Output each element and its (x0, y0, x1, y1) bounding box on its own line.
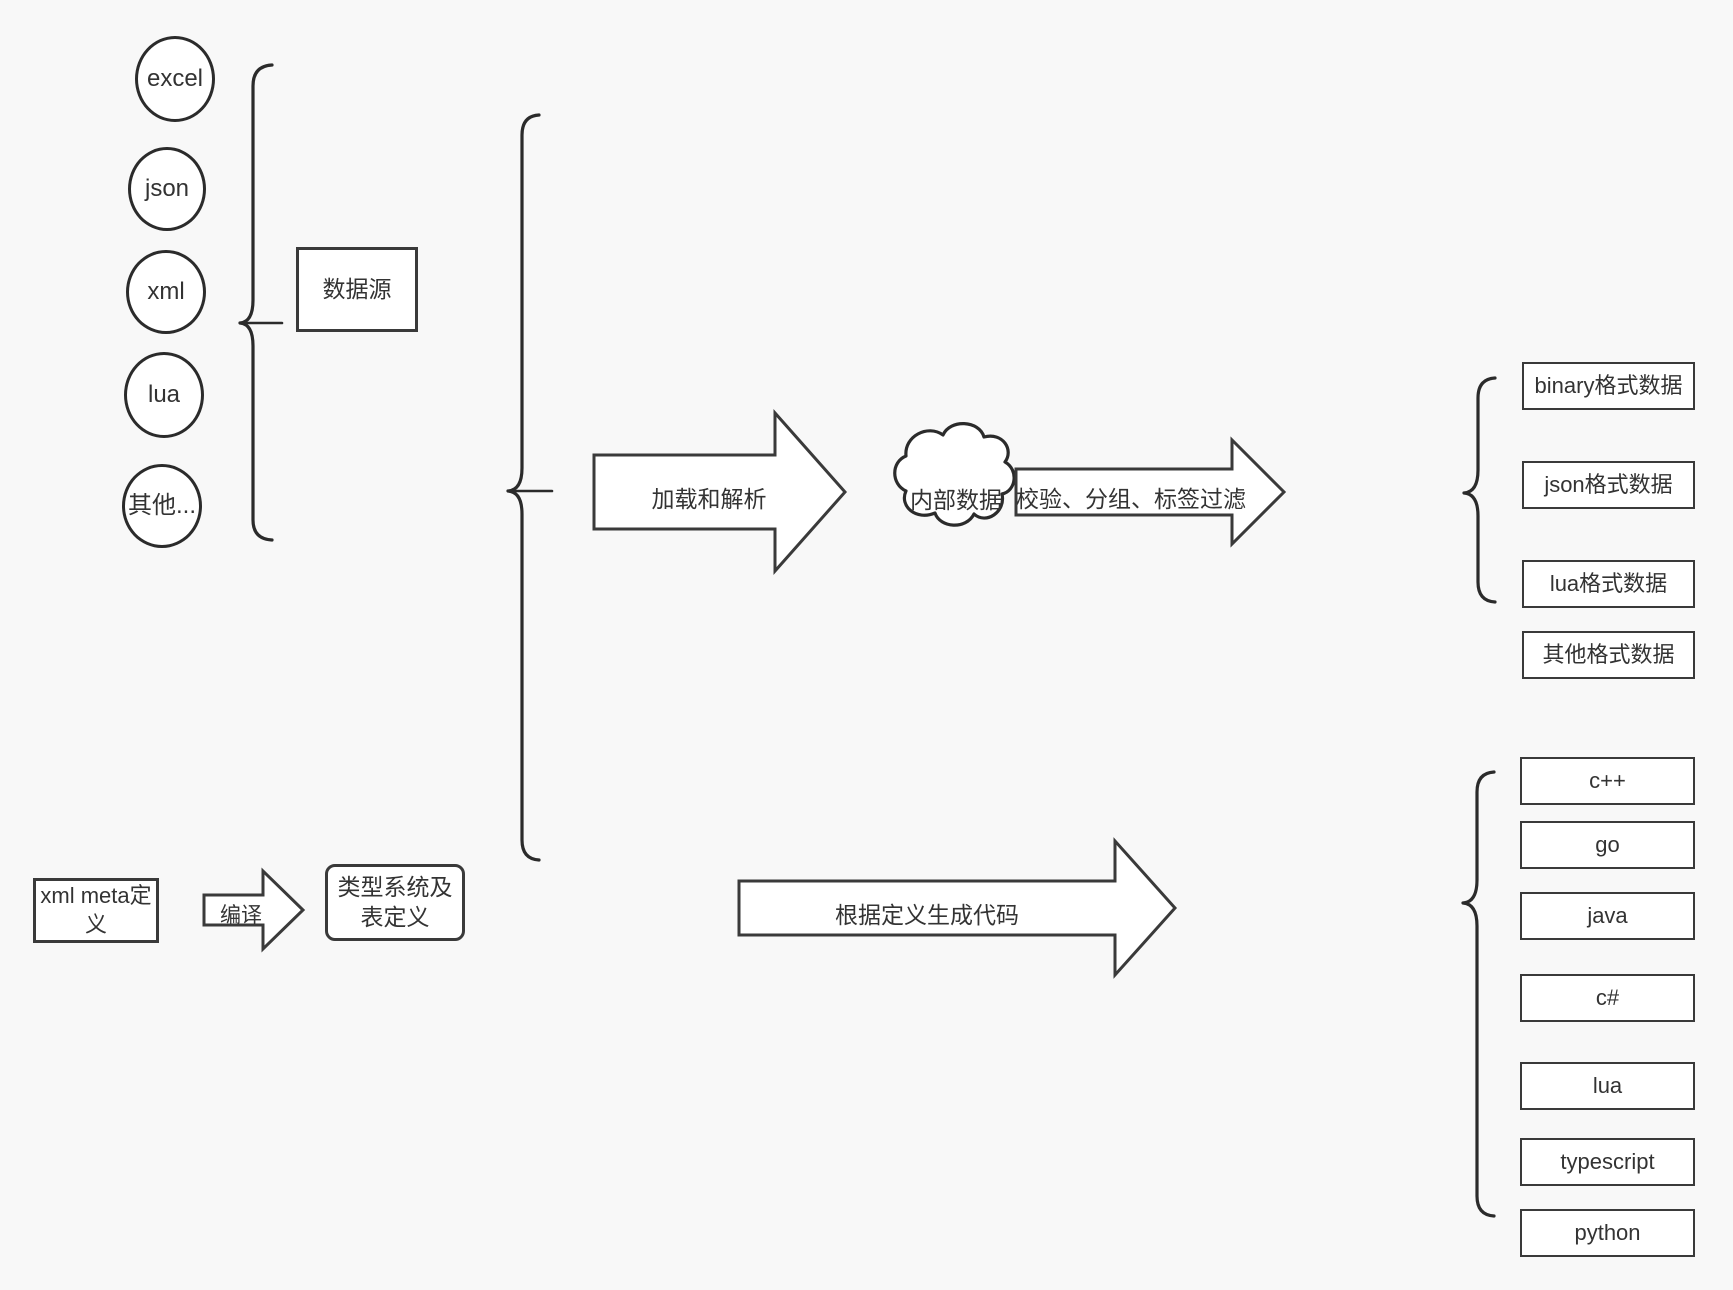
output-language-java[interactable]: java (1520, 892, 1695, 940)
source-node-json[interactable]: json (128, 147, 206, 231)
data-source-box[interactable]: 数据源 (296, 247, 418, 332)
source-node-json-label: json (144, 175, 190, 203)
output-format-other-label: 其他格式数据 (1542, 641, 1675, 667)
output-format-lua-label: lua格式数据 (1549, 570, 1668, 596)
source-node-lua[interactable]: lua (124, 352, 204, 438)
pipeline-brace-icon (506, 113, 541, 862)
output-format-json-label: json格式数据 (1544, 471, 1673, 497)
output-language-python[interactable]: python (1520, 1209, 1695, 1257)
source-node-excel-label: excel (146, 65, 204, 93)
output-language-lua[interactable]: lua (1520, 1062, 1695, 1110)
output-language-typescript-label: typescript (1560, 1148, 1655, 1174)
xml-meta-definition-box[interactable]: xml meta定义 (33, 878, 159, 943)
output-language-csharp-label: c# (1595, 984, 1620, 1010)
output-language-java-label: java (1587, 902, 1628, 928)
sources-brace-connector (240, 290, 296, 323)
output-format-other[interactable]: 其他格式数据 (1522, 631, 1695, 679)
output-language-cpp[interactable]: c++ (1520, 757, 1695, 805)
source-node-lua-label: lua (147, 381, 181, 409)
output-format-binary-label: binary格式数据 (1534, 372, 1683, 398)
source-node-other[interactable]: 其他... (122, 464, 202, 548)
codegen-arrow-label: 根据定义生成代码 (835, 902, 1019, 928)
data-source-box-label: 数据源 (322, 275, 392, 302)
output-format-json[interactable]: json格式数据 (1522, 461, 1695, 509)
sources-brace-icon (238, 63, 274, 542)
load-parse-arrow-label: 加载和解析 (651, 486, 767, 512)
source-node-other-label: 其他... (127, 492, 196, 520)
source-node-xml-label: xml (147, 278, 185, 306)
output-format-binary[interactable]: binary格式数据 (1522, 362, 1695, 410)
languages-brace-icon (1461, 770, 1496, 1218)
output-language-go[interactable]: go (1520, 821, 1695, 869)
source-node-xml[interactable]: xml (126, 250, 206, 334)
internal-data-cloud-label: 内部数据 (910, 487, 1002, 513)
source-node-excel[interactable]: excel (135, 36, 215, 122)
formats-brace-icon (1462, 376, 1497, 604)
output-language-csharp[interactable]: c# (1520, 974, 1695, 1022)
compile-arrow-label: 编译 (220, 904, 262, 927)
xml-meta-definition-label: xml meta定义 (40, 882, 152, 937)
type-system-definition-label: 类型系统及表定义 (337, 873, 453, 930)
output-language-go-label: go (1595, 831, 1620, 857)
output-language-python-label: python (1574, 1219, 1641, 1245)
output-language-lua-label: lua (1592, 1072, 1623, 1098)
output-language-typescript[interactable]: typescript (1520, 1138, 1695, 1186)
output-format-lua[interactable]: lua格式数据 (1522, 560, 1695, 608)
output-language-cpp-label: c++ (1589, 767, 1626, 793)
type-system-definition-box[interactable]: 类型系统及表定义 (325, 864, 465, 941)
validate-group-filter-arrow-label: 校验、分组、标签过滤 (1016, 486, 1246, 512)
